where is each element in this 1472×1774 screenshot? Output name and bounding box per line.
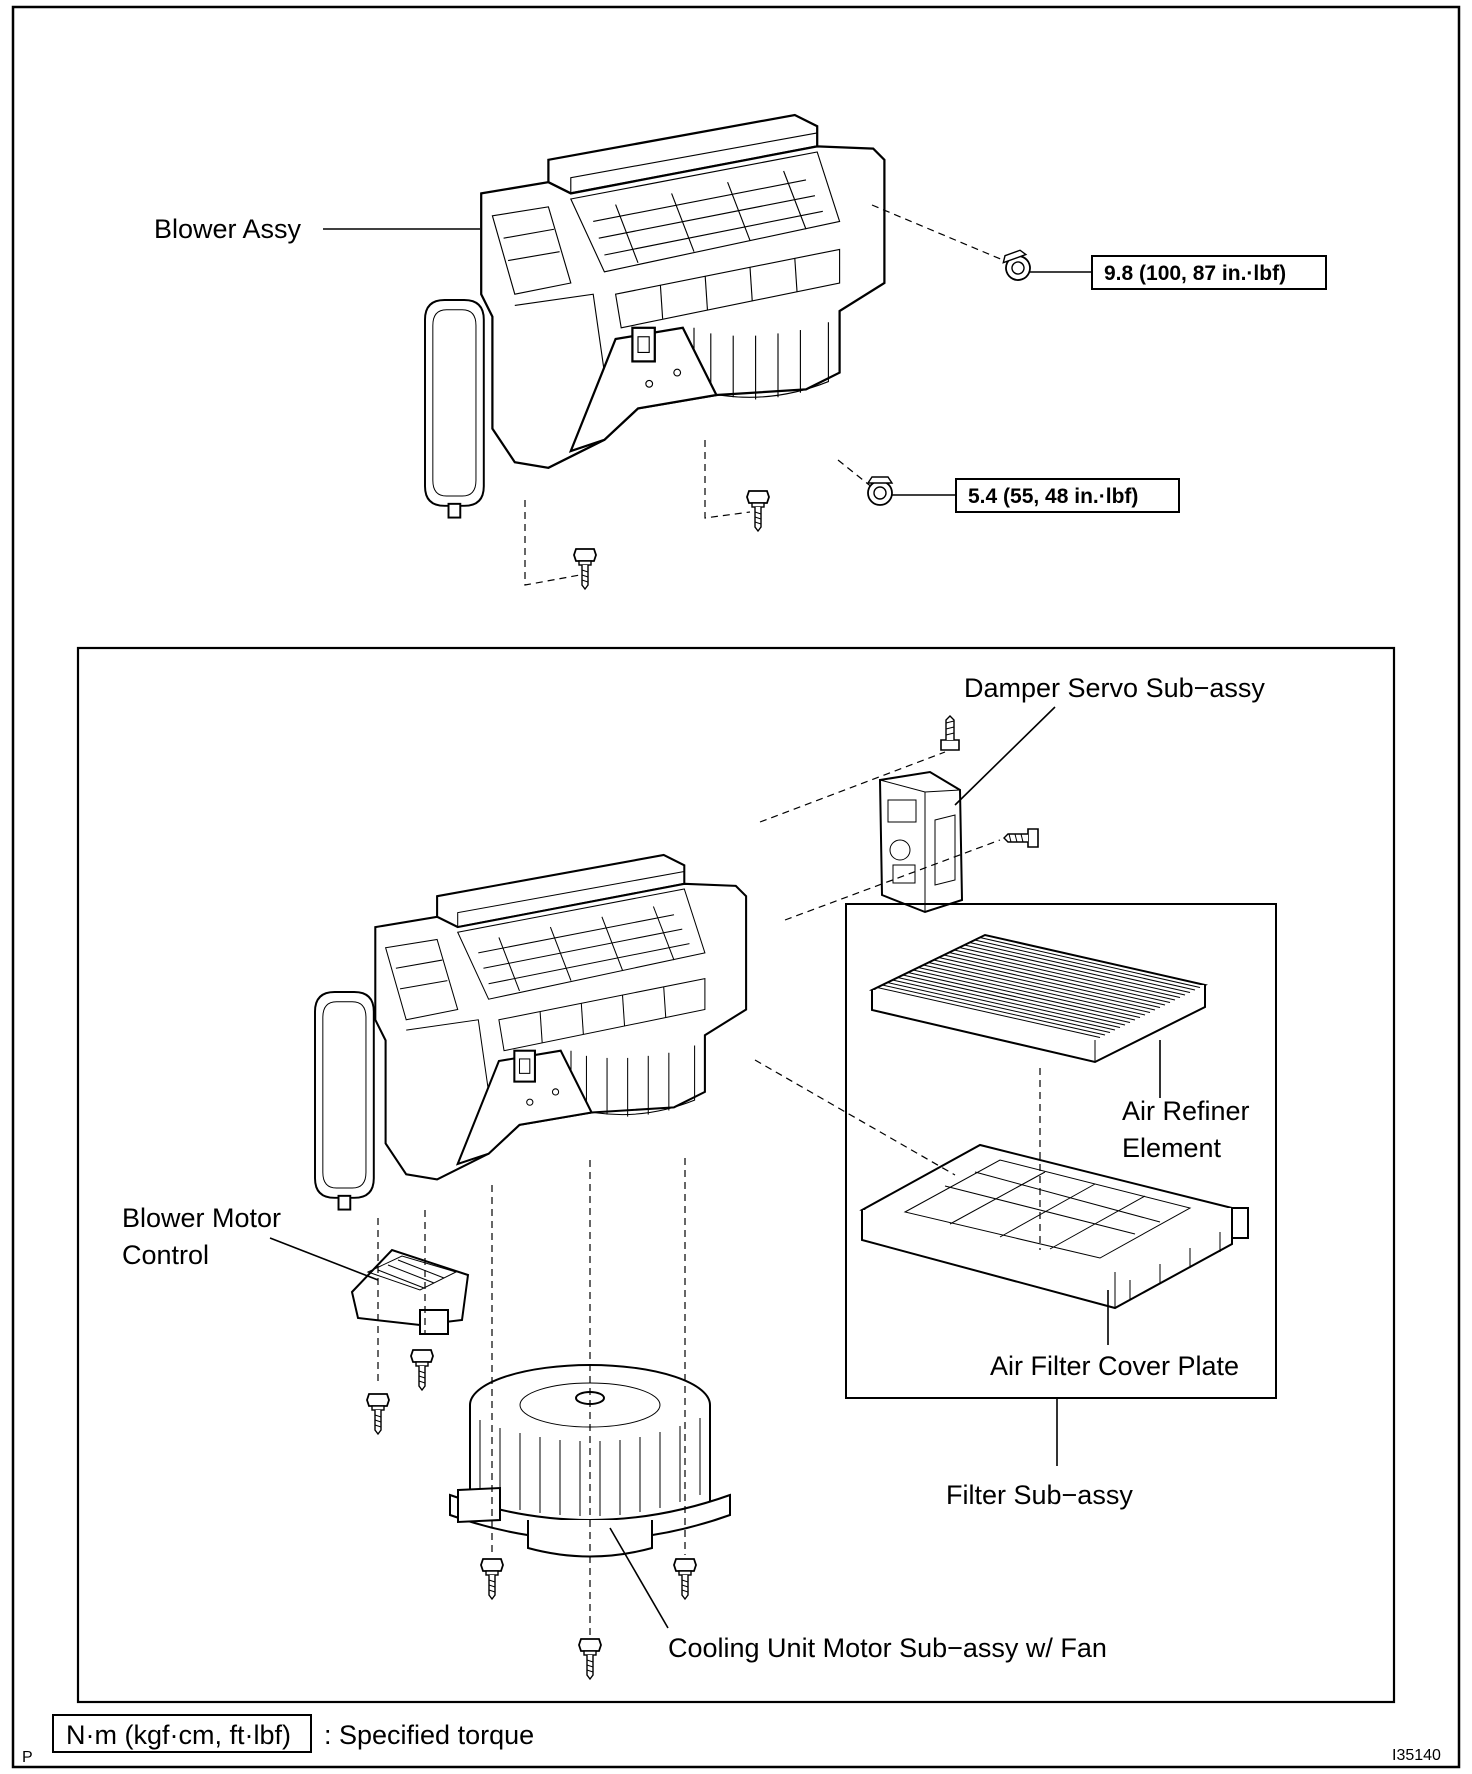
exploded-view-panel (76, 646, 1396, 1704)
housing-inlet (314, 991, 375, 1211)
filter-pleat (892, 979, 1116, 1031)
filter-pleat (928, 962, 1151, 1013)
filter-pleat (923, 964, 1146, 1016)
blower-motor-control-label-line1: Blower Motor (122, 1203, 281, 1233)
air-refiner-element-illustration (868, 933, 1208, 1064)
top-bolt-1 (1000, 247, 1035, 285)
air-refiner-label-line1: Air Refiner (1122, 1096, 1250, 1126)
blower-assy-illustration (480, 113, 886, 469)
filter-pleat (954, 949, 1176, 1001)
air-filter-cover-plate-illustration (859, 1143, 1249, 1310)
blower-motor-control-illustration (350, 1248, 470, 1335)
filter-pleat (902, 974, 1126, 1026)
control-screw-1 (366, 1393, 390, 1435)
torque-lower-box (955, 478, 1180, 513)
filter-pleat (964, 944, 1186, 996)
filter-pleat (907, 972, 1131, 1023)
motor-screw-right (673, 1558, 697, 1600)
filter-dash-to-housing (754, 1059, 956, 1176)
legend-description: : Specified torque (324, 1720, 534, 1750)
servo-screw-top (940, 715, 960, 751)
filter-pleat (912, 969, 1136, 1021)
filter-pleat (969, 942, 1191, 993)
filter-pleat (897, 977, 1121, 1028)
top-bolt-3 (746, 490, 770, 532)
servo-dash-1 (759, 751, 946, 823)
cooling-unit-motor-label: Cooling Unit Motor Sub−assy w/ Fan (668, 1633, 1107, 1663)
top-bolt-4 (573, 548, 597, 590)
housing-illustration (374, 853, 748, 1181)
top-dash-line-4 (524, 500, 581, 586)
torque-lower-value: 5.4 (55, 48 in.·lbf) (968, 485, 1138, 508)
filter-sub-assy-box (845, 903, 1277, 1399)
filter-pleat (943, 954, 1166, 1006)
filter-pleat (959, 947, 1181, 998)
motor-screw-left (480, 1558, 504, 1600)
corner-mark: P (22, 1749, 33, 1766)
filter-pleat (918, 967, 1141, 1018)
control-screw-2 (410, 1349, 434, 1391)
motor-screw-center (578, 1638, 602, 1680)
filter-pleat (974, 939, 1196, 991)
outer-border (11, 5, 1461, 1769)
blower-assy-inlet (424, 299, 485, 519)
filter-pleat (979, 937, 1201, 988)
filter-pleat (938, 957, 1161, 1008)
cooling-unit-motor-leader (609, 1527, 669, 1629)
legend-unit-box (52, 1714, 312, 1753)
damper-servo-leader (954, 706, 1056, 806)
servo-dash-2 (784, 839, 1001, 921)
filter-pleat (887, 982, 1111, 1033)
legend-unit-text: N·m (kgf·cm, ft·lbf) (66, 1720, 291, 1750)
servo-screw-right (1003, 828, 1039, 848)
filter-pleat (882, 984, 1106, 1036)
filter-pleat (877, 987, 1101, 1038)
blower-motor-control-leader (269, 1237, 379, 1281)
top-nut-2 (867, 476, 893, 506)
filter-sub-assy-label: Filter Sub−assy (946, 1480, 1133, 1510)
top-dash-line-1 (871, 204, 1011, 264)
torque-upper-value: 9.8 (100, 87 in.·lbf) (1104, 262, 1286, 285)
filter-pleat (933, 959, 1156, 1011)
torque-upper-box (1091, 255, 1327, 290)
blower-assy-label: Blower Assy (154, 214, 302, 244)
air-refiner-label-line2: Element (1122, 1133, 1222, 1163)
air-filter-cover-plate-label: Air Filter Cover Plate (990, 1351, 1239, 1381)
damper-servo-illustration (878, 770, 964, 914)
figure-id: I35140 (1392, 1747, 1441, 1764)
top-dash-line-3 (704, 440, 751, 519)
blower-motor-control-label-line2: Control (122, 1240, 209, 1270)
filter-pleat (948, 952, 1171, 1003)
damper-servo-label: Damper Servo Sub−assy (964, 673, 1265, 703)
